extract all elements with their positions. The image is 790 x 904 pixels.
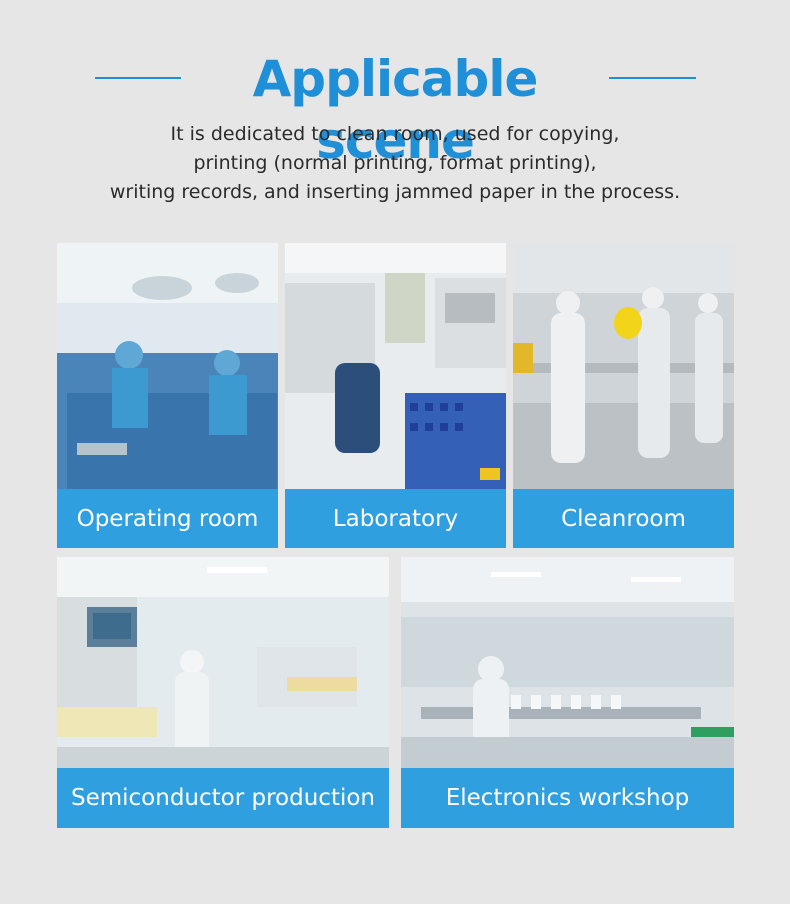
scene-card-semiconductor-production: Semiconductor production — [57, 557, 389, 828]
cleanroom-photo — [513, 243, 734, 489]
scene-label: Operating room — [76, 505, 259, 532]
description-line-1: It is dedicated to clean room, used for … — [170, 123, 620, 145]
electronics-workshop-photo — [401, 557, 734, 768]
section-header: Applicable scene — [0, 48, 790, 170]
scene-label: Laboratory — [332, 505, 459, 532]
scene-card-cleanroom: Cleanroom — [513, 243, 734, 548]
title-divider-left — [95, 77, 181, 79]
scene-card-operating-room: Operating room — [57, 243, 278, 548]
description-line-2: printing (normal printing, format printi… — [193, 152, 597, 174]
scene-label: Cleanroom — [561, 505, 686, 532]
section-description: It is dedicated to clean room, used for … — [70, 120, 720, 207]
semiconductor-production-photo — [57, 557, 389, 768]
description-line-3: writing records, and inserting jammed pa… — [109, 181, 681, 203]
operating-room-photo — [57, 243, 278, 489]
title-divider-right — [609, 77, 696, 79]
scene-card-laboratory: Laboratory — [285, 243, 506, 548]
scene-card-electronics-workshop: Electronics workshop — [401, 557, 734, 828]
scene-label: Electronics workshop — [445, 785, 690, 811]
section-title: Applicable scene — [252, 50, 539, 170]
scene-label: Semiconductor production — [70, 785, 376, 811]
laboratory-photo — [285, 243, 506, 489]
